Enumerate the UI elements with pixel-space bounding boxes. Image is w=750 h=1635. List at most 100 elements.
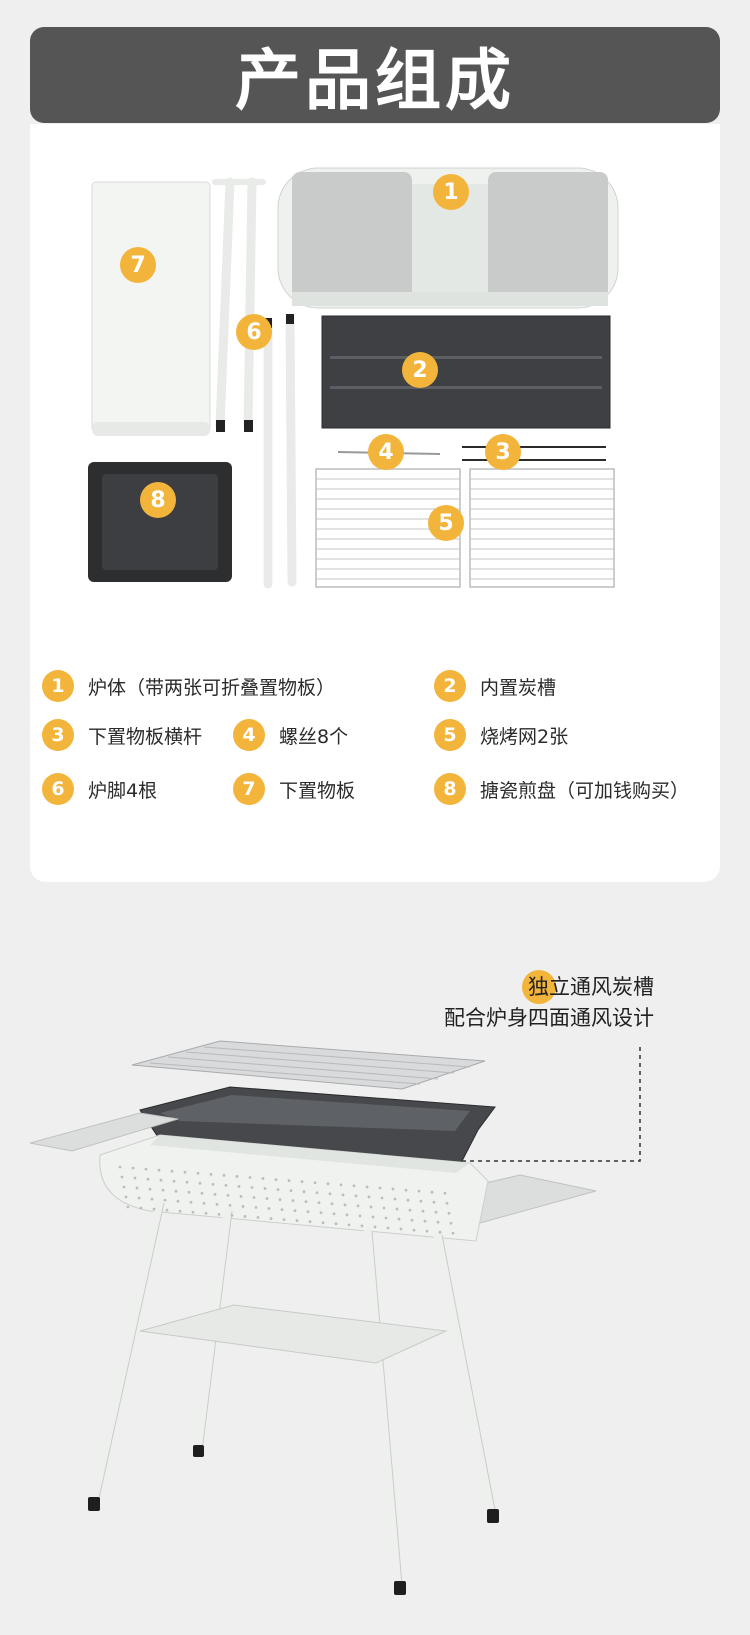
perforation-dot — [200, 1191, 204, 1195]
perforation-dot — [434, 1210, 438, 1214]
legend-label: 炉脚4根 — [88, 779, 158, 802]
perforation-dot — [254, 1206, 258, 1209]
shelf-board-part — [91, 181, 211, 436]
legend-item-1: 1 炉体（带两张可折叠置物板） — [42, 669, 335, 703]
perforation-dot — [174, 1189, 178, 1193]
perforation-dot — [321, 1221, 325, 1225]
badge-8: 8 — [140, 482, 176, 518]
perforation-dot — [438, 1230, 442, 1234]
perforation-dot — [204, 1211, 208, 1215]
left-shelf — [29, 1112, 179, 1152]
badge-6: 6 — [236, 314, 272, 350]
perforation-dot — [256, 1216, 260, 1219]
legend-label: 下置物板横杆 — [88, 725, 203, 748]
legend-item-8: 8 搪瓷煎盘（可加钱购买） — [434, 772, 689, 806]
perforation-dot — [313, 1181, 317, 1185]
perforation-dot — [287, 1179, 291, 1183]
perforation-dot — [263, 1187, 267, 1190]
perforation-dot — [354, 1194, 358, 1198]
perforation-dot — [248, 1176, 252, 1179]
perforation-dot — [319, 1211, 323, 1215]
legend-label: 搪瓷煎盘（可加钱购买） — [480, 779, 690, 802]
badge-5: 5 — [428, 505, 464, 541]
perforation-dot — [393, 1197, 397, 1201]
perforation-dot — [347, 1223, 351, 1227]
grill-legs — [89, 1198, 497, 1590]
perforation-dot — [397, 1217, 401, 1221]
perforation-dot — [295, 1219, 299, 1223]
perforation-dot — [187, 1190, 191, 1194]
perforation-dot — [412, 1228, 416, 1232]
perforation-dot — [269, 1217, 273, 1220]
perforation-dot — [157, 1168, 161, 1172]
perforation-dot — [399, 1227, 403, 1231]
perforation-dot — [451, 1231, 455, 1235]
grill-feet — [88, 1445, 499, 1595]
perforation-dot — [209, 1172, 213, 1176]
perforation-dot — [430, 1190, 434, 1194]
perforation-dot — [315, 1191, 319, 1195]
perforation-dot — [176, 1199, 180, 1203]
perforation-dot — [330, 1202, 334, 1206]
perforation-dot — [124, 1195, 128, 1199]
perforation-dot — [382, 1206, 386, 1210]
perforation-dot — [217, 1212, 221, 1216]
section-title: 产品组成 — [235, 42, 515, 119]
perforation-dot — [150, 1197, 154, 1201]
perforation-dot — [365, 1185, 369, 1189]
perforation-dot — [224, 1184, 228, 1187]
perforation-dot — [235, 1175, 239, 1178]
perforation-dot — [278, 1198, 282, 1201]
perforation-dot — [421, 1209, 425, 1213]
perforation-dot — [146, 1177, 150, 1181]
perforation-dot — [118, 1165, 122, 1169]
perforation-dot — [261, 1177, 265, 1180]
perforation-dot — [250, 1186, 254, 1189]
perforation-dot — [152, 1207, 156, 1211]
bottom-shelf — [139, 1304, 448, 1364]
perforation-dot — [306, 1210, 310, 1214]
legend-num: 2 — [434, 670, 466, 702]
legend-item-4: 4 螺丝8个 — [233, 718, 348, 752]
perforation-dot — [358, 1214, 362, 1218]
perforation-dot — [198, 1181, 202, 1185]
legend-item-3: 3 下置物板横杆 — [42, 718, 202, 752]
perforation-dot — [280, 1208, 284, 1211]
perforation-dot — [345, 1213, 349, 1217]
perforation-dot — [339, 1183, 343, 1187]
perforation-dot — [215, 1202, 219, 1206]
perforation-dot — [293, 1209, 297, 1213]
perforation-dot — [230, 1214, 234, 1217]
perforation-dot — [222, 1174, 226, 1177]
perforation-dot — [417, 1189, 421, 1193]
perforation-dot — [341, 1193, 345, 1197]
badge-2: 2 — [402, 352, 438, 388]
perforation-dot — [267, 1207, 271, 1210]
perforation-dot — [391, 1187, 395, 1191]
perforation-dot — [360, 1224, 364, 1228]
legend-label: 炉体（带两张可折叠置物板） — [88, 676, 336, 699]
perforation-dot — [202, 1201, 206, 1205]
badge-3: 3 — [485, 434, 521, 470]
perforation-dot — [443, 1191, 447, 1195]
perforation-dot — [120, 1175, 124, 1179]
perforation-dot — [133, 1176, 137, 1180]
charcoal-tray-part — [321, 315, 611, 429]
badge-7: 7 — [120, 247, 156, 283]
perforation-dot — [243, 1215, 247, 1218]
perforation-dot — [135, 1186, 139, 1190]
legend-label: 烧烤网2张 — [480, 725, 569, 748]
perforation-dot — [189, 1200, 193, 1204]
perforation-dot — [436, 1220, 440, 1224]
perforation-dot — [241, 1205, 245, 1208]
perforation-dot — [386, 1226, 390, 1230]
grill-lines — [316, 478, 614, 580]
legend-num: 7 — [233, 773, 265, 805]
perforation-dot — [352, 1184, 356, 1188]
perforation-dot — [170, 1169, 174, 1173]
perforation-dot — [144, 1167, 148, 1171]
legend-item-6: 6 炉脚4根 — [42, 772, 157, 806]
perforation-dot — [384, 1216, 388, 1220]
perforation-dot — [211, 1182, 215, 1186]
perforation-dot — [419, 1199, 423, 1203]
